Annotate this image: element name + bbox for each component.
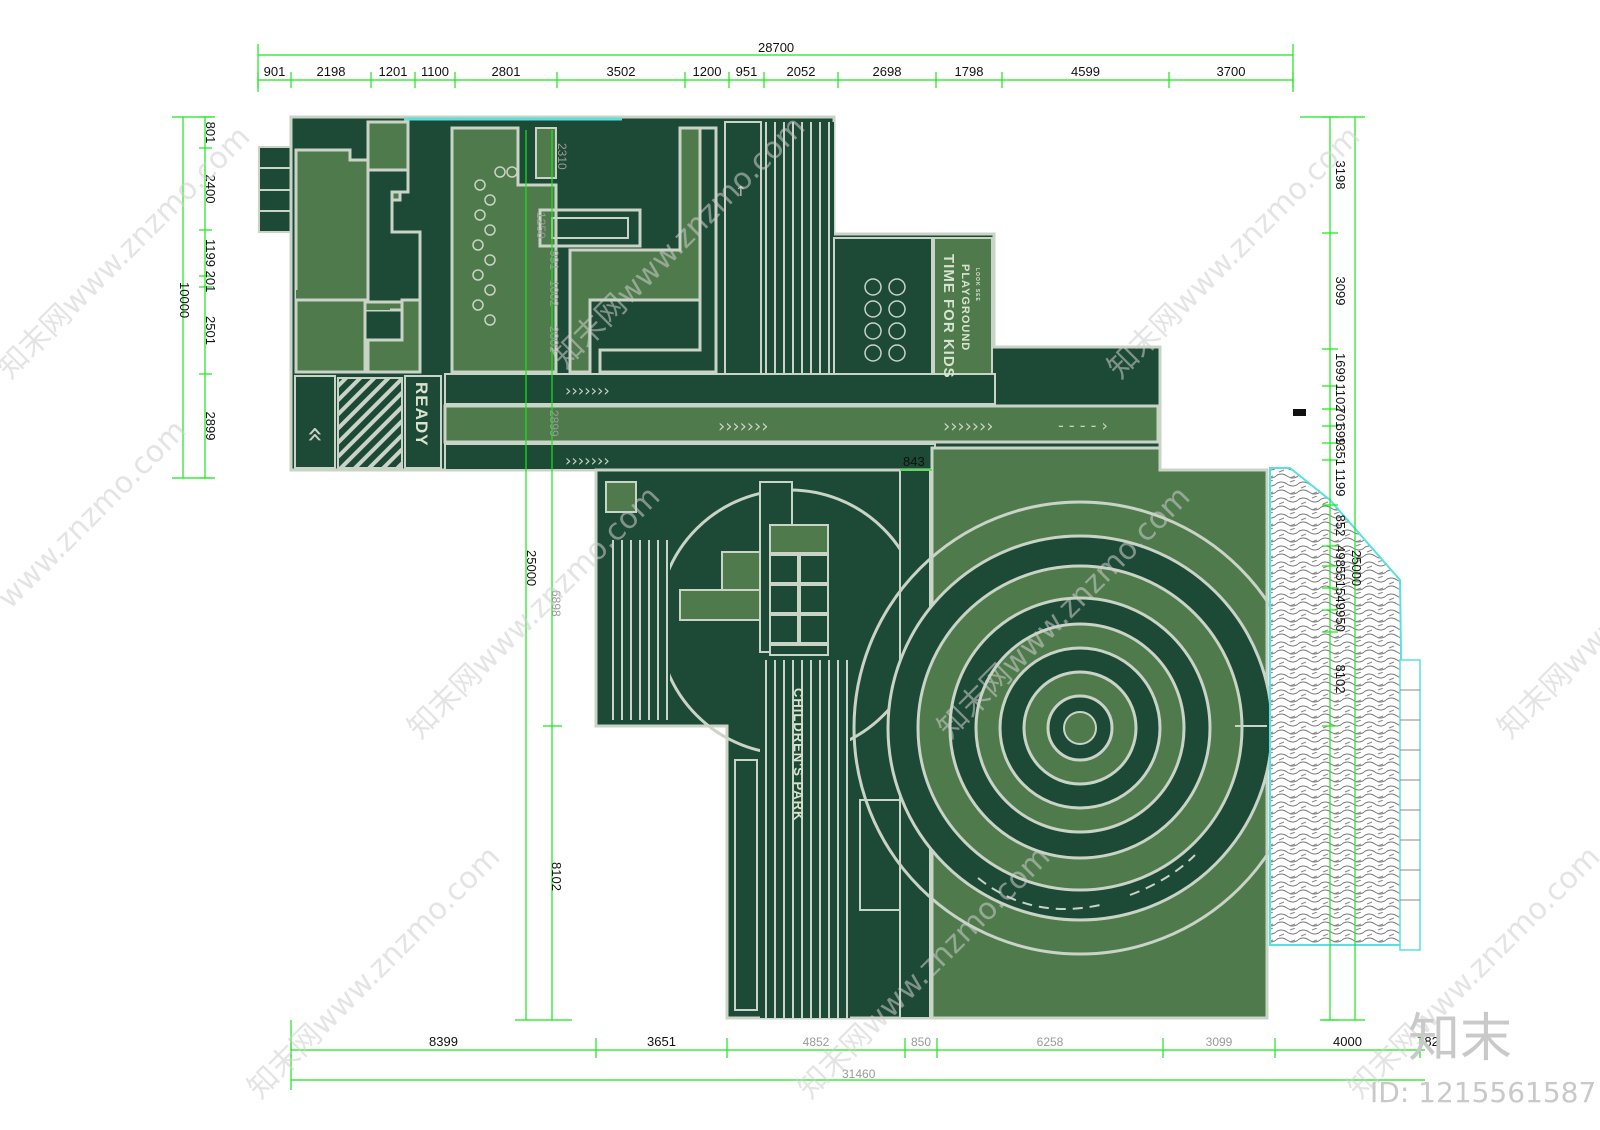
bottom-dimension-label: 8399 [429,1034,458,1049]
playground-label: PLAYGROUND [959,264,971,351]
track-upper [444,373,996,405]
dimension-lines [172,44,1425,1090]
svg-text:»: » [297,426,330,443]
svg-text:›››››››: ››››››› [565,381,610,400]
left-dimension-label: 201 [203,271,218,293]
bottom-dimension-label: 4000 [1333,1034,1362,1049]
inner-1002: 1002 [547,280,561,307]
inner-6898: 6898 [549,590,563,617]
watermark-6: 知末网www.znzmo.com [1491,479,1600,745]
right-dimension-label: 852 [1333,515,1348,537]
inner-25000: 25000 [524,550,539,586]
bottom-dimension-label: 3651 [647,1034,676,1049]
board-icons [864,278,906,362]
left-total-dimension: 10000 [177,282,192,318]
right-dimension-label: 551 [1333,566,1348,588]
hatched-zone [337,377,403,469]
right-dimension-label: 8102 [1333,665,1348,694]
bottom-dimension-label: 4852 [803,1035,830,1049]
svg-text:›››››››: ››››››› [718,416,768,437]
top-dimension-label: 2052 [787,64,816,79]
left-dimension-label: 801 [203,122,218,144]
right-dimension-label: 1699 [1333,353,1348,382]
svg-text:- - - - ›: - - - - › [1058,416,1108,435]
corridor-l-2 [598,126,718,374]
svg-text:›››››››: ››››››› [943,416,993,437]
inner-2899: 2899 [547,410,561,437]
striped-runway [762,122,834,404]
svg-text:›››››››: ››››››› [565,451,610,470]
arrow-marks: ››››››› ››››››› ››››››› ››››››› - - - - … [297,184,1108,470]
left-dimension-label: 2501 [203,316,218,345]
arrow-lane [724,121,762,403]
inner-1250: 1250 [534,212,548,239]
brand-logo: 知末 [1408,1009,1512,1069]
right-dimension-label: 699 [1333,424,1348,446]
paving-zone [1269,467,1407,946]
bottom-total-dimension: 31460 [842,1067,876,1081]
left-dimension-label: 2899 [203,412,218,441]
right-dimension-label: 701 [1333,407,1348,429]
right-dimension-label: 3198 [1333,161,1348,190]
right-dimension-label: 3099 [1333,277,1348,306]
svg-text:↑: ↑ [735,184,747,200]
striped-path-lower [760,660,850,1018]
top-dimension-label: 2801 [492,64,521,79]
bottom-dimension-label: 782 [1417,1034,1439,1049]
right-dimension-label: 498 [1333,545,1348,567]
top-dimension-label: 1201 [379,64,408,79]
right-dimension-label: 1351 [1333,437,1348,466]
top-dimension-label: 951 [736,64,758,79]
bottom-dimension-label: 3099 [1206,1035,1233,1049]
bottom-dimension-labels: 8399 3651 4852 850 6258 3099 4000 782 [429,1034,1439,1049]
inner-8102: 8102 [549,862,564,891]
track-main [443,404,1160,444]
watermark-4: 知末网www.znzmo.com [1101,119,1367,385]
right-dimension-label: 1199 [1333,469,1348,497]
left-dimension-label: 2400 [203,175,218,204]
top-dimension-label: 3700 [1217,64,1246,79]
top-dimension-label: 1100 [421,64,449,79]
top-dimension-labels: 901 2198 1201 1100 2801 3502 1200 951 2052 2698 17… [264,64,1246,79]
playground-small-label: LOOK SEE [974,268,980,302]
right-dimension-label: 950 [1333,610,1348,632]
brand-id: ID: 1215561587 [1370,1076,1596,1109]
childrens-park-label: CHILDREN'S PARK [791,688,806,821]
time-for-kids-label: TIME FOR KIDS [940,254,957,379]
top-dimension-label: 2198 [317,64,346,79]
top-dimension-label: 2698 [873,64,902,79]
entry-steps [258,146,292,233]
plan-area [258,115,1421,1020]
concentric-rings [852,500,1308,956]
right-dimension-label: 549 [1333,588,1348,610]
top-total-dimension: 28700 [758,40,794,55]
inner-2002: 2002 [547,326,561,353]
top-dimension-label: 3502 [607,64,636,79]
inner-991: 991 [547,250,561,270]
watermark-10: www.znzmo.com [0,413,194,616]
top-dimension-label: 901 [264,64,286,79]
left-dimension-labels: 801 2400 1199 201 2501 2899 [203,122,218,441]
inner-2310: 2310 [555,143,569,170]
bottom-dimension-label: 6258 [1037,1035,1064,1049]
left-dimension-label: 1199 [203,239,218,267]
black-marker [1293,409,1306,416]
top-dimension-label: 4599 [1071,64,1100,79]
right-dimension-label: 1102 [1333,384,1348,412]
top-dimension-label: 1200 [693,64,722,79]
ready-label: READY [412,382,431,447]
hopscotch-dots [472,166,518,326]
top-dimension-label: 1798 [955,64,984,79]
bottom-dimension-label: 850 [911,1035,931,1049]
icon-grid [769,524,829,656]
inner-843: 843 [903,454,925,469]
watermark-7: 知末网www.znzmo.com [241,839,507,1105]
right-total-dimension: 25000 [1349,550,1364,586]
track-lower [444,443,936,471]
